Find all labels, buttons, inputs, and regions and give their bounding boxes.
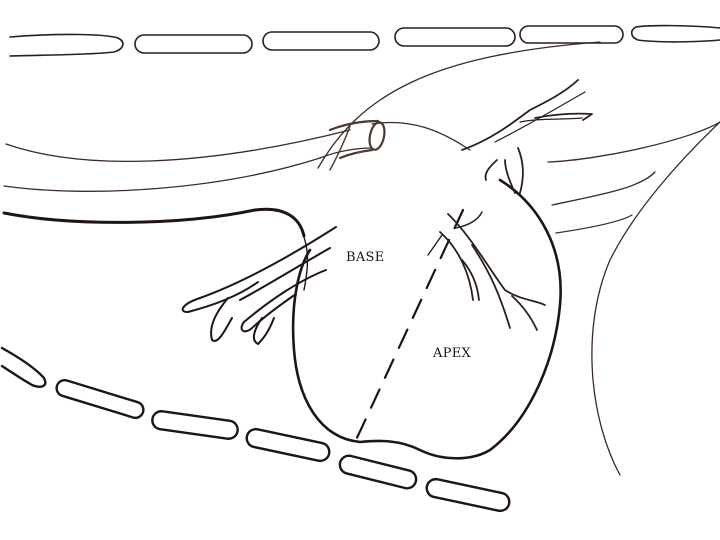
heart-outline: [291, 178, 562, 460]
body-wall-line: [2, 207, 306, 238]
great-vessels-top: [461, 79, 593, 194]
vertebrae-top: [9, 24, 720, 57]
thoracic-lines: [3, 41, 720, 476]
label-base: BASE: [346, 250, 385, 265]
vessels-left: [181, 226, 337, 345]
sternebrae-bottom: [0, 346, 511, 513]
base-apex-axis-dashed-line: [354, 208, 465, 442]
label-apex: APEX: [433, 346, 472, 361]
trachea-opening: [328, 119, 386, 171]
vessels-right: [427, 211, 546, 331]
